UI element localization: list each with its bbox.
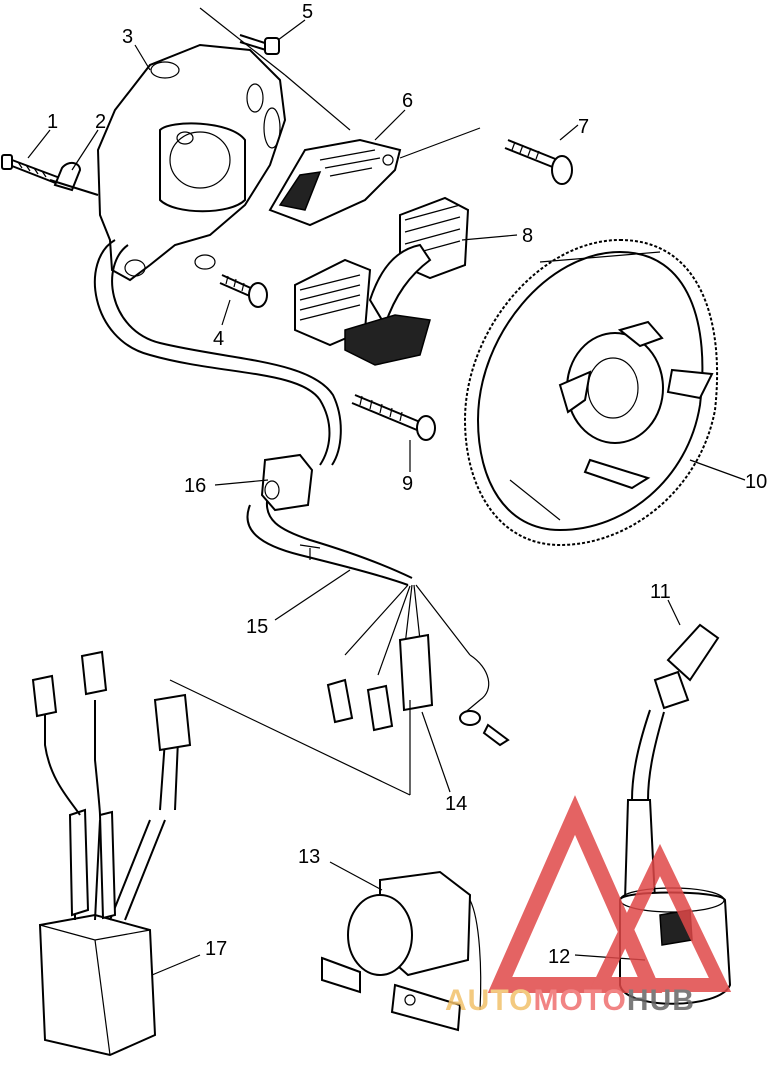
callout-2: 2 <box>95 111 106 133</box>
stator-plate <box>96 7 351 282</box>
callout-16: 16 <box>184 475 206 497</box>
connectors-part-14 <box>169 633 510 796</box>
screw-part-4 <box>194 254 268 308</box>
watermark-triangle-icon <box>487 795 663 993</box>
pulser-coil-part-6 <box>268 127 481 227</box>
callout-10: 10 <box>745 471 767 493</box>
callout-4: 4 <box>213 328 224 350</box>
watermark-moto: MOTO <box>533 984 626 1017</box>
watermark-auto: AUTO <box>445 984 533 1017</box>
pin-part-2 <box>49 162 99 196</box>
callout-3: 3 <box>122 26 133 48</box>
callout-11: 11 <box>650 581 671 603</box>
callout-15: 15 <box>246 616 268 638</box>
callout-7: 7 <box>578 116 589 138</box>
callout-14: 14 <box>445 793 467 815</box>
callout-9: 9 <box>402 473 413 495</box>
callout-5: 5 <box>302 1 313 23</box>
flywheel-part-10 <box>463 238 719 547</box>
spark-plug-cap-part-11 <box>631 623 720 801</box>
screw-part-7 <box>504 139 573 185</box>
callout-12: 12 <box>548 946 570 968</box>
callout-labels: 1 2 3 4 5 6 7 8 9 10 11 12 13 14 15 16 1… <box>47 1 767 968</box>
callout-17: 17 <box>205 938 227 960</box>
clamp-part-16 <box>260 453 314 512</box>
regulator-part-17 <box>31 650 192 1057</box>
screw-part-9 <box>351 394 436 441</box>
callout-13: 13 <box>298 846 320 868</box>
callout-1: 1 <box>47 111 58 133</box>
solenoid-part-13 <box>321 870 482 1032</box>
watermark-hub: HUB <box>627 984 695 1017</box>
wiring-harness <box>93 239 471 676</box>
charging-coil-part-8 <box>294 196 470 366</box>
leader-lines <box>27 19 746 976</box>
callout-6: 6 <box>402 90 413 112</box>
callout-8: 8 <box>522 225 533 247</box>
screw-part-5 <box>239 34 280 55</box>
svg-text:AUTOMOTOHUB: AUTOMOTOHUB <box>445 984 695 1017</box>
automotohub-watermark: AUTOMOTOHUB <box>445 795 732 1017</box>
